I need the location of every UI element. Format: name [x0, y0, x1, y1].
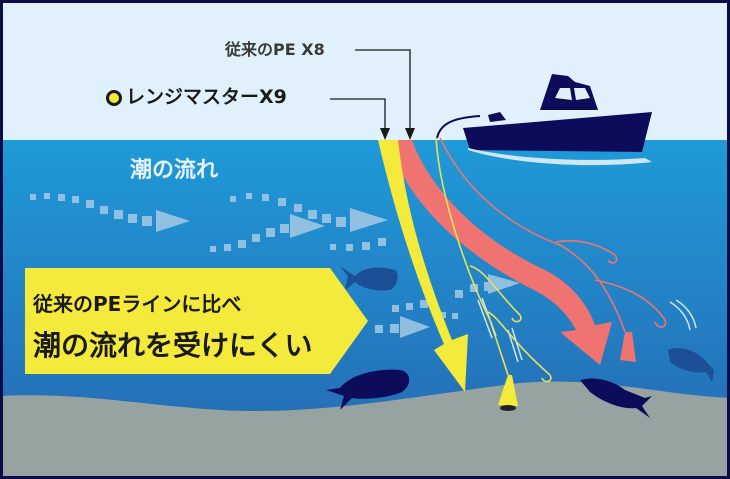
- boat-windows: [555, 88, 590, 100]
- current-row-2: [375, 274, 520, 338]
- leader-arrowheads: [380, 128, 415, 140]
- yellow-circle-icon: [106, 89, 122, 106]
- boat-wake: [468, 148, 652, 166]
- seabed: [0, 381, 730, 479]
- fish-dark-2: [580, 378, 652, 418]
- label-conventional-pe-x8: 従来のPE X8: [225, 40, 325, 59]
- callout-box: [25, 268, 368, 374]
- fish-mid-2: [668, 348, 714, 382]
- fish-dark-1: [326, 369, 410, 410]
- fishing-rod: [436, 115, 481, 139]
- fish-mid-1: [340, 266, 398, 291]
- range-master-rig: [435, 137, 552, 383]
- callout-line-2: 潮の流れを受けにくい: [33, 329, 313, 362]
- conventional-pe-arrow: [388, 140, 612, 365]
- sinker-shadow: [500, 405, 516, 411]
- range-master-text: レンジマスターX9: [126, 86, 287, 108]
- leader-lines: [330, 49, 411, 132]
- callout: 従来のPEラインに比べ 潮の流れを受けにくい: [25, 268, 325, 374]
- conventional-rig: [439, 137, 667, 333]
- label-tide-flow: 潮の流れ: [130, 158, 219, 183]
- conventional-sinker: [620, 332, 636, 362]
- callout-line-1: 従来のPEラインに比べ: [33, 292, 242, 316]
- tidal-current-arrows: [30, 193, 520, 338]
- range-master-sinker: [498, 375, 518, 406]
- label-range-master-x9: レンジマスターX9: [106, 88, 287, 107]
- current-row-1: [30, 193, 388, 252]
- range-master-arrow: [378, 140, 468, 392]
